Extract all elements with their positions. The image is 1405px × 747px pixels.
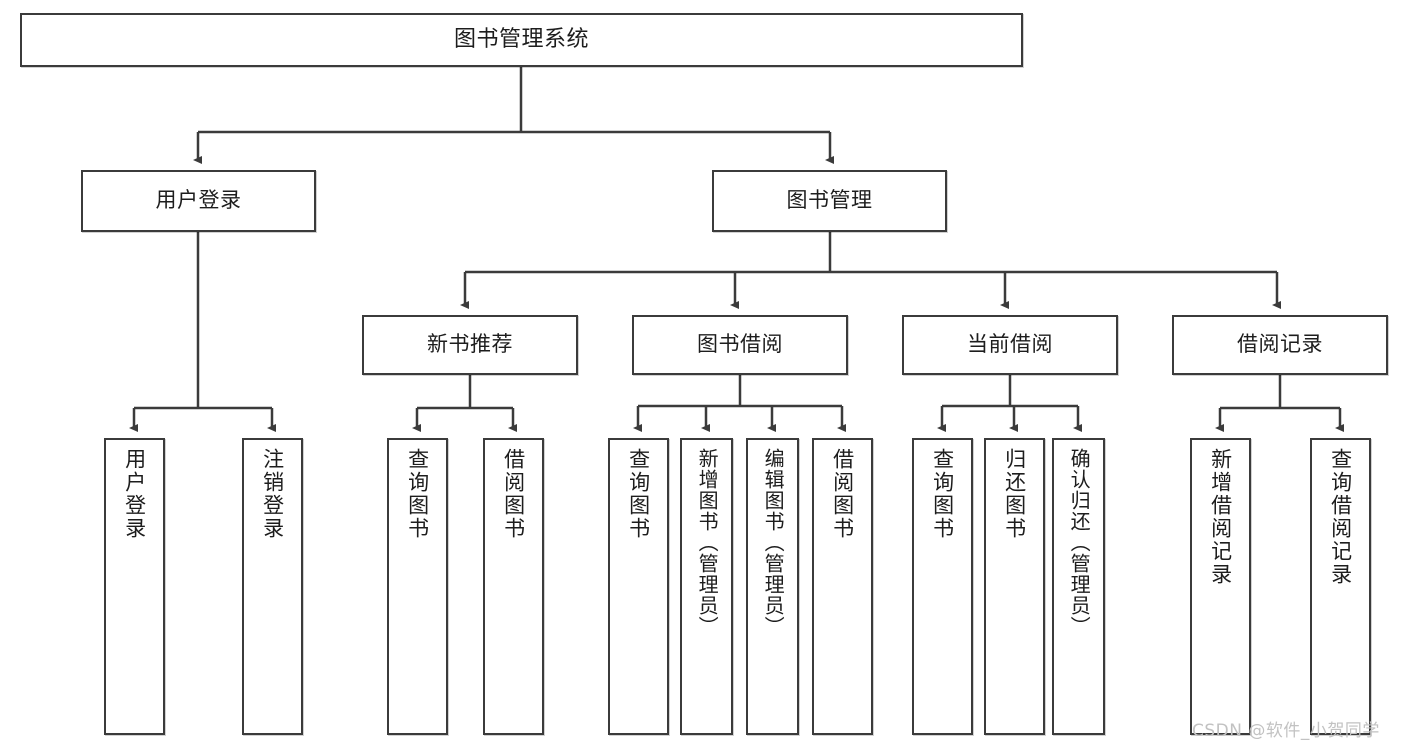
- node-label: 编辑图书（管理员）: [761, 448, 786, 637]
- leaf-borrow-book-1[interactable]: 借阅图书: [483, 438, 544, 735]
- node-borrow-record[interactable]: 借阅记录: [1172, 315, 1388, 375]
- leaf-borrow-book-2[interactable]: 借阅图书: [812, 438, 873, 735]
- csdn-watermark: CSDN @软件_小贺同学: [1192, 721, 1380, 741]
- node-label: 新书推荐: [427, 332, 513, 357]
- node-label: 查询图书: [930, 448, 955, 540]
- node-label: 图书管理系统: [453, 26, 589, 52]
- node-root[interactable]: 图书管理系统: [20, 13, 1023, 67]
- node-label: 确认归还（管理员）: [1067, 448, 1092, 637]
- node-label: 当前借阅: [967, 332, 1053, 357]
- node-label: 查询图书: [405, 448, 430, 540]
- leaf-add-book[interactable]: 新增图书（管理员）: [680, 438, 733, 735]
- node-label: 图书管理: [786, 188, 873, 213]
- leaf-query-book-3[interactable]: 查询图书: [912, 438, 973, 735]
- leaf-query-book-2[interactable]: 查询图书: [608, 438, 669, 735]
- leaf-query-book-1[interactable]: 查询图书: [387, 438, 448, 735]
- node-label: 查询借阅记录: [1328, 448, 1353, 586]
- node-new-book-recommend[interactable]: 新书推荐: [362, 315, 578, 375]
- node-label: 新增借阅记录: [1208, 448, 1233, 586]
- leaf-return-book[interactable]: 归还图书: [984, 438, 1045, 735]
- leaf-user-login[interactable]: 用户登录: [104, 438, 165, 735]
- node-label: 新增图书（管理员）: [695, 448, 720, 637]
- node-label: 借阅图书: [501, 448, 526, 540]
- node-label: 注销登录: [260, 448, 285, 540]
- node-label: 借阅记录: [1237, 332, 1323, 357]
- node-current-borrow[interactable]: 当前借阅: [902, 315, 1118, 375]
- node-book-borrow[interactable]: 图书借阅: [632, 315, 848, 375]
- node-label: 归还图书: [1002, 448, 1027, 540]
- node-label: 用户登录: [122, 448, 147, 540]
- node-label: 查询图书: [626, 448, 651, 540]
- node-label: 图书借阅: [697, 332, 783, 357]
- leaf-query-record[interactable]: 查询借阅记录: [1310, 438, 1371, 735]
- leaf-logout[interactable]: 注销登录: [242, 438, 303, 735]
- leaf-add-record[interactable]: 新增借阅记录: [1190, 438, 1251, 735]
- node-label: 借阅图书: [830, 448, 855, 540]
- node-label: 用户登录: [155, 188, 242, 213]
- node-user-login[interactable]: 用户登录: [81, 170, 316, 232]
- node-book-manage[interactable]: 图书管理: [712, 170, 947, 232]
- leaf-confirm-return[interactable]: 确认归还（管理员）: [1052, 438, 1105, 735]
- leaf-edit-book[interactable]: 编辑图书（管理员）: [746, 438, 799, 735]
